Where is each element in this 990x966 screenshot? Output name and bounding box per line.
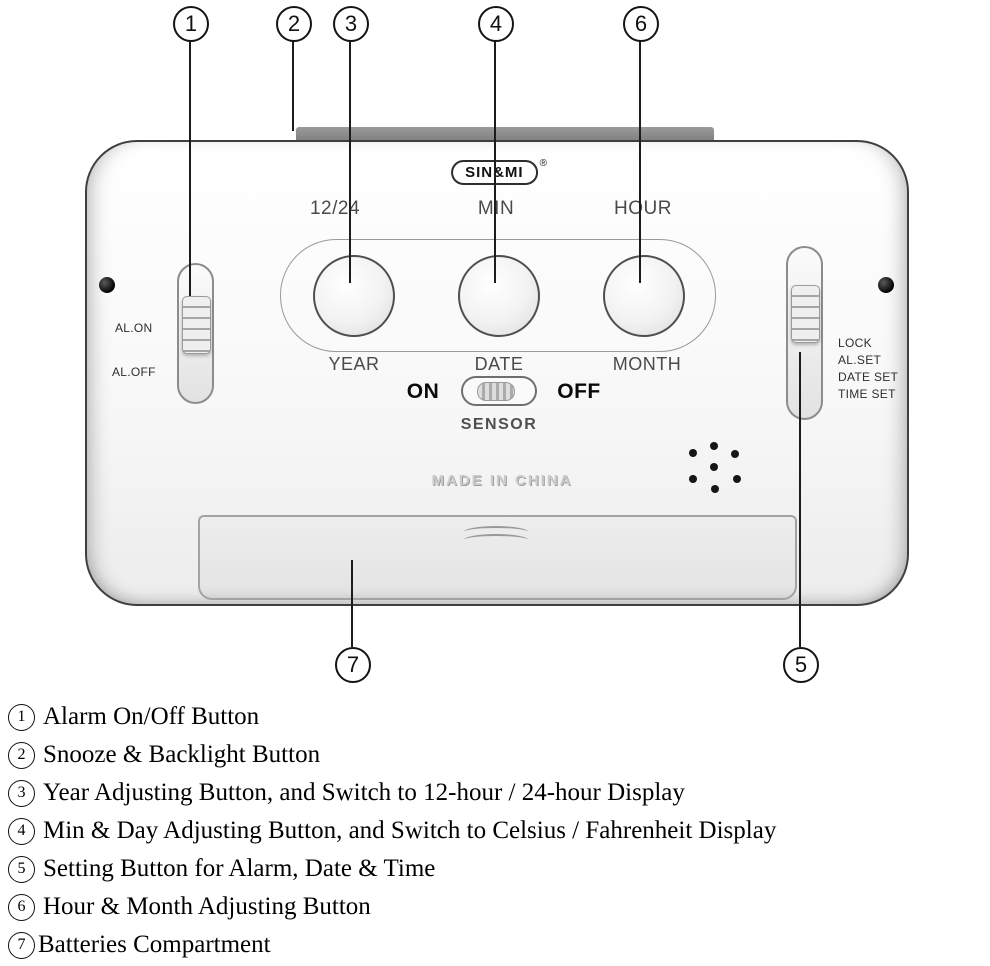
screw-hole-left — [99, 277, 115, 293]
legend-text-1: Alarm On/Off Button — [43, 703, 260, 730]
leader-line-5 — [799, 352, 801, 647]
label-sensor: SENSOR — [460, 416, 538, 433]
legend-item-3: 3 Year Adjusting Button, and Switch to 1… — [8, 774, 986, 812]
battery-compartment — [198, 515, 797, 600]
label-sensor-on: ON — [406, 380, 440, 403]
legend-item-7: 7 Batteries Compartment — [8, 926, 986, 964]
label-month: MONTH — [612, 354, 682, 374]
legend-item-1: 1 Alarm On/Off Button — [8, 698, 986, 736]
leader-line-4 — [494, 40, 496, 283]
leader-line-6 — [639, 40, 641, 283]
min-date-button — [458, 255, 540, 337]
legend-num-5: 5 — [8, 855, 35, 883]
callout-7: 7 — [335, 647, 371, 683]
legend-text-3: Year Adjusting Button, and Switch to 12-… — [43, 779, 685, 806]
screw-hole-right — [878, 277, 894, 293]
sensor-switch — [461, 376, 537, 406]
legend-text-7: Batteries Compartment — [38, 931, 271, 958]
legend-text-5: Setting Button for Alarm, Date & Time — [43, 855, 436, 882]
legend-num-2: 2 — [8, 741, 35, 769]
legend-text-4: Min & Day Adjusting Button, and Switch t… — [43, 817, 777, 844]
made-in-china-embossed: MADE IN CHINA — [431, 472, 573, 489]
label-12-24: 12/24 — [309, 198, 361, 219]
label-year: YEAR — [328, 354, 380, 374]
label-al-off: AL.OFF — [112, 365, 156, 379]
label-lock: LOCK — [838, 336, 872, 350]
leader-line-7 — [351, 560, 353, 647]
buttons-panel — [280, 239, 716, 352]
label-date-set: DATE SET — [838, 370, 899, 384]
alarm-slider-knob — [182, 296, 211, 354]
leader-line-1 — [189, 40, 191, 296]
legend-num-1: 1 — [8, 703, 35, 731]
legend-num-6: 6 — [8, 893, 35, 921]
brand-logo: SIN&MI ® — [451, 158, 547, 185]
legend: 1 Alarm On/Off Button 2 Snooze & Backlig… — [8, 698, 986, 964]
battery-grip-line — [464, 534, 528, 546]
battery-grip-line — [464, 526, 528, 538]
registered-mark: ® — [539, 158, 547, 169]
legend-num-3: 3 — [8, 779, 35, 807]
legend-item-6: 6 Hour & Month Adjusting Button — [8, 888, 986, 926]
callout-5: 5 — [783, 647, 819, 683]
callout-2: 2 — [276, 6, 312, 42]
legend-num-4: 4 — [8, 817, 35, 845]
label-sensor-off: OFF — [557, 380, 601, 403]
clock-back-panel: SIN&MI ® 12/24 MIN HOUR YEAR DATE MONTH … — [85, 140, 909, 606]
callout-6: 6 — [623, 6, 659, 42]
legend-text-6: Hour & Month Adjusting Button — [43, 893, 371, 920]
legend-text-2: Snooze & Backlight Button — [43, 741, 321, 768]
callout-3: 3 — [333, 6, 369, 42]
sensor-switch-knob — [477, 382, 515, 401]
legend-num-7: 7 — [8, 931, 35, 959]
callout-4: 4 — [478, 6, 514, 42]
legend-item-5: 5 Setting Button for Alarm, Date & Time — [8, 850, 986, 888]
hour-month-button — [603, 255, 685, 337]
label-al-on: AL.ON — [115, 321, 153, 335]
leader-line-3 — [349, 40, 351, 283]
legend-item-4: 4 Min & Day Adjusting Button, and Switch… — [8, 812, 986, 850]
year-12-24-button — [313, 255, 395, 337]
legend-item-2: 2 Snooze & Backlight Button — [8, 736, 986, 774]
snooze-backlight-bar — [296, 127, 714, 143]
label-min: MIN — [477, 198, 515, 219]
label-time-set: TIME SET — [838, 387, 896, 401]
mode-slider-knob — [791, 285, 820, 343]
label-hour: HOUR — [614, 198, 672, 219]
label-al-set: AL.SET — [838, 353, 882, 367]
label-date: DATE — [474, 354, 524, 374]
callout-1: 1 — [173, 6, 209, 42]
leader-line-2 — [292, 40, 294, 131]
